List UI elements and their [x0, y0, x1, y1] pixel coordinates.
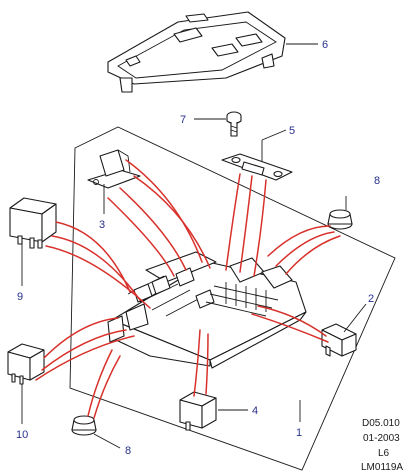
blade-fuse — [321, 323, 357, 357]
callout-7: 7 — [180, 114, 186, 126]
fuse-box-cover — [107, 11, 286, 93]
nut-lower — [71, 415, 97, 436]
callout-8-lower: 8 — [125, 445, 131, 457]
callout-9: 9 — [17, 291, 23, 303]
callout-5: 5 — [289, 125, 295, 137]
bolt — [226, 111, 242, 137]
callout-2: 2 — [368, 293, 374, 305]
mega-fuse — [221, 153, 293, 181]
large-relay — [9, 197, 57, 249]
model-code: L6 — [378, 448, 390, 459]
callout-6: 6 — [322, 39, 328, 51]
fuse-box-body — [107, 251, 307, 369]
leader-lines — [21, 43, 367, 449]
callout-10: 10 — [16, 429, 28, 441]
wiring-harness — [35, 159, 341, 419]
callout-4: 4 — [252, 405, 258, 417]
cover-arrow-icon — [125, 55, 141, 67]
callout-1: 1 — [296, 427, 302, 439]
assembly-outline — [69, 126, 396, 471]
diagram-date: 01-2003 — [363, 433, 400, 444]
callout-8-upper: 8 — [374, 175, 380, 187]
sheet-id: LM0119A — [361, 462, 404, 473]
relay-bracket — [87, 149, 141, 189]
small-relay — [7, 343, 45, 385]
relay-bottom — [179, 391, 217, 431]
nut-upper — [327, 209, 353, 230]
callout-3: 3 — [99, 219, 105, 231]
diagram-code: D05.010 — [362, 418, 400, 429]
